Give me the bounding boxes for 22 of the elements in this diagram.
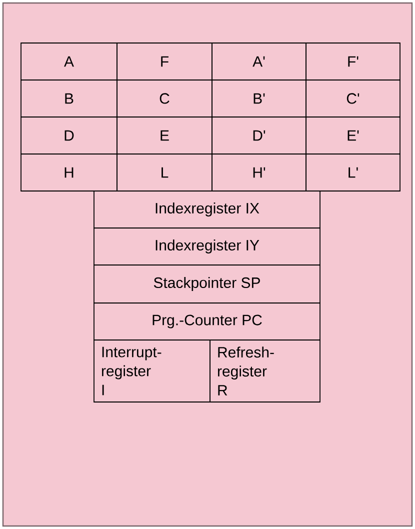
register-box: A bbox=[20, 42, 118, 80]
register-box: F bbox=[116, 42, 212, 80]
register-box: B' bbox=[212, 80, 306, 118]
register-box: E' bbox=[306, 116, 400, 154]
register-box: E bbox=[116, 116, 212, 154]
register-box: H bbox=[20, 154, 118, 192]
register-box: F' bbox=[306, 42, 400, 80]
register-box: D bbox=[20, 116, 118, 154]
register-box: Interrupt- register I bbox=[94, 340, 210, 402]
register-box: L' bbox=[306, 154, 400, 192]
register-box: Refresh- register R bbox=[210, 340, 320, 402]
register-box: C bbox=[116, 80, 212, 118]
register-box: Stackpointer SP bbox=[94, 264, 320, 304]
register-box: H' bbox=[212, 154, 306, 192]
register-box: C' bbox=[306, 80, 400, 118]
register-box: Indexregister IX bbox=[94, 190, 320, 228]
register-box: Indexregister IY bbox=[94, 228, 320, 266]
register-box: B bbox=[20, 80, 118, 118]
register-box: A' bbox=[212, 42, 306, 80]
register-box: L bbox=[116, 154, 212, 192]
register-box: Prg.-Counter PC bbox=[94, 302, 320, 340]
register-box: D' bbox=[212, 116, 306, 154]
